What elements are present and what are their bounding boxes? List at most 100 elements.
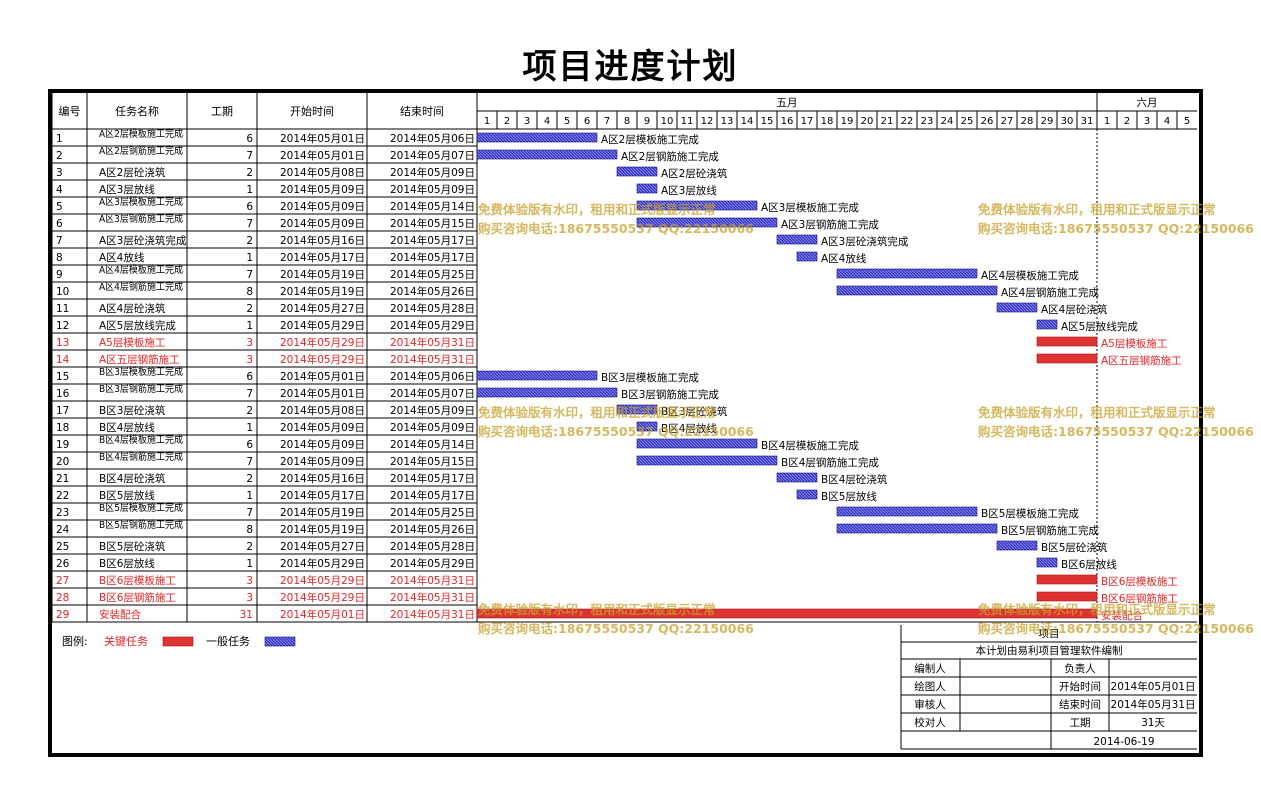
task-end: 2014年05月29日 <box>390 557 475 570</box>
task-bar <box>476 132 598 143</box>
task-name: A区2层砼浇筑 <box>99 166 166 179</box>
day-label: 18 <box>821 116 834 127</box>
task-bar <box>636 217 778 228</box>
task-start: 2014年05月16日 <box>280 234 365 247</box>
task-name: B区4层钢筋施工完成 <box>99 450 183 463</box>
legend-critical-text: 关键任务 <box>104 634 148 648</box>
task-duration: 7 <box>246 269 253 281</box>
legend-normal-text: 一般任务 <box>206 635 250 648</box>
task-name: B区5层砼浇筑 <box>99 540 166 553</box>
day-label: 19 <box>841 116 854 127</box>
day-label: 29 <box>1041 116 1054 127</box>
task-bar <box>1036 574 1098 585</box>
info-label: 工期 <box>1070 717 1091 729</box>
task-end: 2014年05月28日 <box>390 540 475 553</box>
day-label: 27 <box>1001 116 1014 127</box>
task-id: 17 <box>56 405 69 417</box>
day-label: 23 <box>921 116 934 127</box>
task-start: 2014年05月16日 <box>280 472 365 485</box>
task-bar <box>1036 319 1058 330</box>
task-name: A区4层模板施工完成 <box>99 263 183 276</box>
task-start: 2014年05月29日 <box>280 336 365 349</box>
task-end: 2014年05月09日 <box>390 421 475 434</box>
day-label: 15 <box>761 116 774 127</box>
task-duration: 6 <box>246 133 253 145</box>
day-label: 22 <box>901 116 914 127</box>
task-end: 2014年05月31日 <box>390 591 475 604</box>
bar-label: B区5层放线 <box>821 490 877 503</box>
info-value: 31天 <box>1141 717 1165 729</box>
task-end: 2014年05月09日 <box>390 166 475 179</box>
bar-label: B区5层砼浇筑 <box>1041 541 1108 554</box>
task-end: 2014年05月31日 <box>390 353 475 366</box>
task-bar <box>616 404 658 415</box>
task-duration: 6 <box>246 439 253 451</box>
task-name: B区5层模板施工完成 <box>99 501 183 514</box>
day-label: 1 <box>1104 116 1110 127</box>
task-name: B区3层钢筋施工完成 <box>99 382 183 395</box>
day-label: 13 <box>721 116 734 127</box>
task-duration: 3 <box>246 337 253 349</box>
task-name: B区5层钢筋施工完成 <box>99 518 183 531</box>
task-start: 2014年05月01日 <box>280 132 365 145</box>
task-end: 2014年05月06日 <box>390 132 475 145</box>
info-value: 2014年05月01日 <box>1111 680 1196 693</box>
task-bar <box>476 149 618 160</box>
task-duration: 2 <box>246 235 253 247</box>
bar-label: A区4层模板施工完成 <box>981 269 1079 282</box>
bar-label: A5层模板施工 <box>1101 337 1167 350</box>
info-label: 编制人 <box>914 662 946 675</box>
task-duration: 1 <box>246 422 253 434</box>
task-name: B区6层模板施工 <box>99 574 176 587</box>
info-label: 结束时间 <box>1059 698 1101 711</box>
bar-label: A区3层放线 <box>661 184 717 197</box>
bar-label: B区3层钢筋施工完成 <box>621 388 719 401</box>
task-end: 2014年05月28日 <box>390 302 475 315</box>
day-label: 10 <box>661 116 674 127</box>
task-duration: 8 <box>246 524 253 536</box>
column-header-start: 开始时间 <box>290 104 334 118</box>
task-end: 2014年05月06日 <box>390 370 475 383</box>
task-start: 2014年05月09日 <box>280 200 365 213</box>
task-end: 2014年05月09日 <box>390 404 475 417</box>
task-end: 2014年05月17日 <box>390 472 475 485</box>
task-id: 26 <box>56 558 70 570</box>
day-label: 1 <box>484 116 490 127</box>
bar-label: B区3层砼浇筑 <box>661 405 728 418</box>
day-label: 4 <box>1164 116 1170 127</box>
info-label: 开始时间 <box>1059 680 1101 693</box>
page-title: 项目进度计划 <box>522 47 739 87</box>
task-duration: 2 <box>246 303 253 315</box>
task-name: A区2层模板施工完成 <box>99 127 183 140</box>
task-id: 29 <box>56 609 69 621</box>
task-end: 2014年05月17日 <box>390 489 475 502</box>
bar-label: A区3层钢筋施工完成 <box>781 218 879 231</box>
info-label: 审核人 <box>914 698 946 711</box>
task-id: 21 <box>56 473 69 485</box>
task-bar <box>636 421 658 432</box>
day-label: 17 <box>801 116 814 127</box>
task-name: A区五层钢筋施工 <box>99 353 180 366</box>
bar-label: A区2层砼浇筑 <box>661 167 728 180</box>
task-end: 2014年05月09日 <box>390 183 475 196</box>
task-id: 24 <box>56 524 70 536</box>
task-duration: 31 <box>240 609 253 621</box>
task-duration: 2 <box>246 405 253 417</box>
task-id: 22 <box>56 490 69 502</box>
task-name: A区3层钢筋施工完成 <box>99 212 183 225</box>
task-end: 2014年05月14日 <box>390 200 475 213</box>
task-duration: 3 <box>246 592 253 604</box>
legend-critical-swatch <box>162 636 194 647</box>
task-end: 2014年05月31日 <box>390 574 475 587</box>
task-start: 2014年05月01日 <box>280 608 365 621</box>
bar-label: A区5层放线完成 <box>1061 320 1138 333</box>
day-label: 6 <box>584 116 590 127</box>
bar-label: A区3层模板施工完成 <box>761 201 859 214</box>
bar-label: A区2层钢筋施工完成 <box>621 150 719 163</box>
task-start: 2014年05月08日 <box>280 404 365 417</box>
day-label: 4 <box>544 116 550 127</box>
task-id: 27 <box>56 575 69 587</box>
task-start: 2014年05月19日 <box>280 285 365 298</box>
task-duration: 3 <box>246 575 253 587</box>
bar-label: 安装配合 <box>1101 609 1143 622</box>
